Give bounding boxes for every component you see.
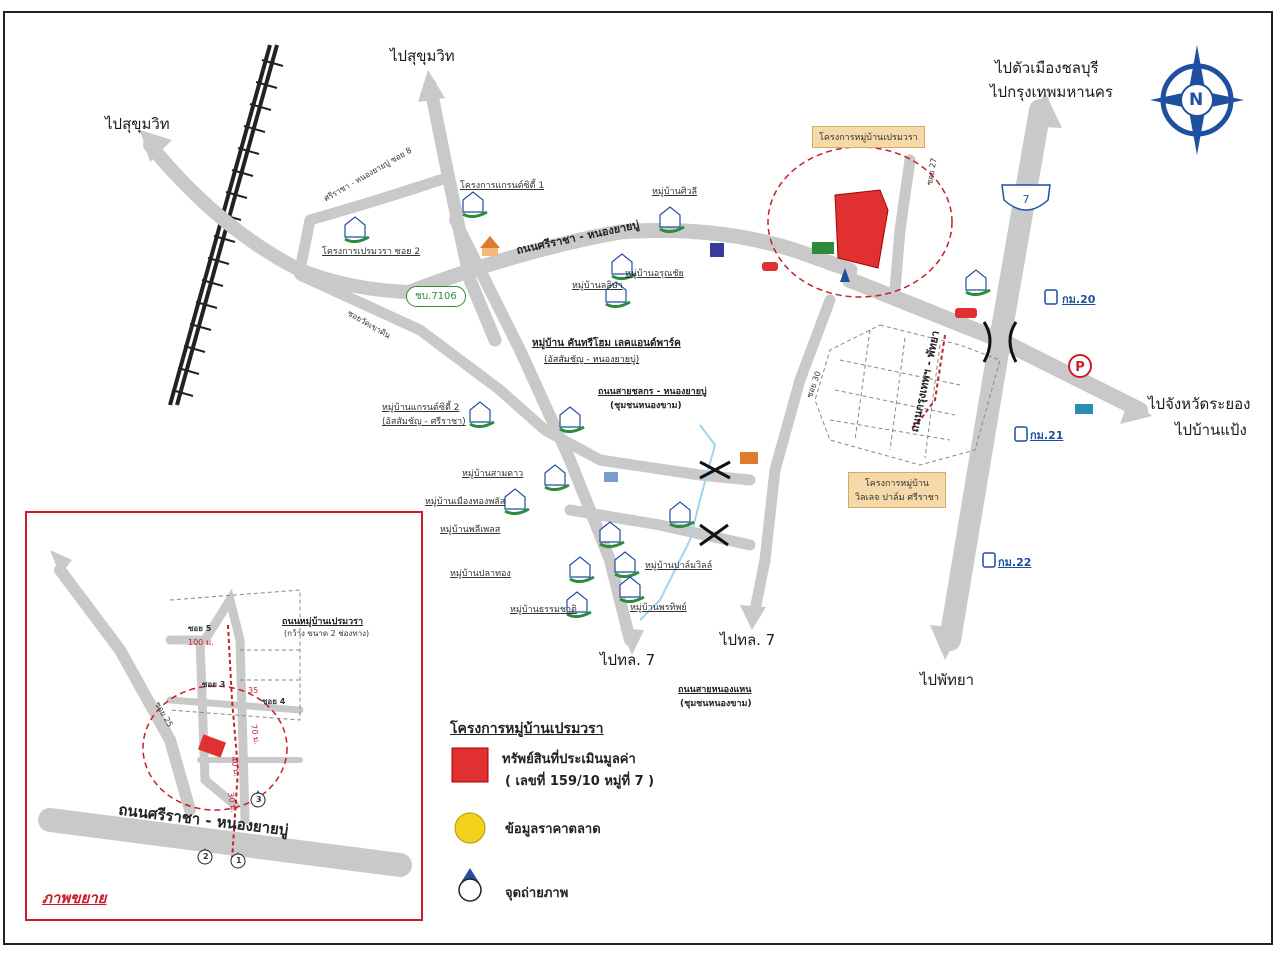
village-palm-line2: วิลเลจ ปาล์ม ศรีราชา — [855, 493, 939, 503]
village-label-v14: หมู่บ้านพรทิพย์ — [630, 603, 687, 613]
route-7106-badge: ชบ.7106 — [406, 286, 466, 307]
inset-road-village-sub: (กว้าง ขนาด 2 ช่องทาง) — [284, 629, 370, 638]
inset-asset — [197, 734, 227, 758]
inset-roads — [38, 564, 412, 877]
landmark-icons — [480, 236, 1093, 482]
road-to-sukhumvit-left — [143, 138, 417, 299]
road-soi-8 — [294, 174, 446, 276]
bridge-icons — [699, 321, 1018, 547]
dest-pattaya: ไปพัทยา — [920, 671, 975, 689]
village-label-v7-sub: (อัสสัมชัญ - ศรีราชา) — [382, 417, 466, 427]
legend-title: โครงการหมู่บ้านเปรมวรา — [450, 721, 604, 737]
dest-rayong: ไปจังหวัดระยอง — [1148, 395, 1251, 413]
village-icons — [344, 191, 991, 619]
legend-market-swatch — [454, 812, 486, 844]
road-label-chonlakorn: ถนนสายชลกร - หนองยายบู่ — [598, 387, 707, 397]
dest-bangkok: ไปกรุงเทพมหานคร — [990, 83, 1113, 101]
project-name-box: โครงการหมู่บ้านเปรมวรา — [812, 126, 925, 148]
inset-dist-35: 35 — [248, 686, 259, 695]
legend-market-label: ข้อมูลราคาตลาด — [505, 822, 601, 837]
dest-sukhumvit-left: ไปสุขุมวิท — [105, 115, 170, 133]
map-border — [3, 11, 1273, 945]
village-label-v10: หมู่บ้านพลีเพลส — [440, 525, 501, 535]
legend-asset-swatch — [451, 747, 489, 783]
inset-title: ภาพขยาย — [42, 889, 107, 907]
legend-photo-swatch — [458, 868, 482, 902]
road-label-chonlakorn-sub: (ชุมชนหนองขาม) — [610, 401, 682, 411]
highway-7-shield: 7 — [1001, 184, 1051, 211]
km-21-label: กม.21 — [1030, 429, 1064, 442]
village-label-v1: โครงการแกรนด์ซิตี้ 1 — [460, 181, 545, 191]
road-soi-wat — [294, 269, 551, 436]
distance-markers-east — [909, 334, 946, 431]
inset-soi-5: ซอย 5 — [188, 624, 212, 633]
photo-point-marker — [840, 268, 850, 282]
village-label-v12: หมู่บ้านธรรมชาติ — [510, 605, 577, 615]
asset-polygon — [834, 189, 889, 269]
road-arrows — [140, 70, 1152, 660]
dest-chonburi: ไปตัวเมืองชลบุรี — [995, 59, 1099, 77]
village-label-v3: หมู่บ้านศิวลี — [652, 187, 698, 197]
inset-photo-3: 3 — [256, 795, 262, 804]
inset-dist-100: 100 ม. — [188, 638, 214, 647]
parking-icon: P — [1068, 354, 1092, 378]
km-20-label: กม.20 — [1062, 293, 1096, 306]
km-22-label: กม.22 — [998, 556, 1032, 569]
village-palm-line1: โครงการหมู่บ้าน — [864, 479, 930, 489]
inset-grid — [169, 589, 301, 721]
village-grid — [814, 324, 1001, 466]
village-label-v6-sub: (อัสสัมชัญ - หนองยายบู่) — [544, 355, 640, 365]
village-label-v6: หมู่บ้าน คันทรีโฮม เลคแอนด์พาร์ค — [532, 338, 681, 349]
compass-rose — [1150, 45, 1244, 155]
village-label-v13: หมู่บ้านปาล์มวิลล์ — [645, 561, 713, 571]
inset-soi-4: ซอย 4 — [262, 697, 286, 706]
svg-text:7: 7 — [1023, 193, 1030, 206]
inset-project-radius — [142, 685, 288, 811]
legend-photo-label: จุดถ่ายภาพ — [505, 886, 569, 901]
road-to-tl7-a — [449, 214, 636, 646]
inset-photo-1: 1 — [236, 856, 242, 865]
inset-road-village: ถนนหมู่บ้านเปรมวรา — [282, 617, 364, 627]
compass-north-label: N — [1189, 90, 1204, 110]
village-palm-box: โครงการหมู่บ้าน วิลเลจ ปาล์ม ศรีราชา — [848, 472, 946, 508]
village-label-v9: หมู่บ้านเมืองทองพลัส — [425, 497, 506, 507]
village-label-v11: หมู่บ้านปลาทอง — [450, 569, 511, 579]
stream — [639, 424, 717, 621]
legend-asset-label: ทรัพย์สินที่ประเมินมูลค่า — [502, 752, 636, 767]
inset-soi-3: ซอย 3 — [202, 680, 226, 689]
dest-tl7-a: ไปทล. 7 — [600, 651, 656, 669]
km-post-icons — [982, 289, 1058, 568]
dest-sukhumvit-top: ไปสุขุมวิท — [390, 47, 455, 65]
inset-photo-points — [197, 790, 266, 869]
village-label-v7: หมู่บ้านแกรนด์ซิตี้ 2 — [382, 403, 460, 413]
legend-asset-sub: ( เลขที่ 159/10 หมู่ที่ 7 ) — [505, 774, 655, 789]
road-sai-chonlakorn — [539, 424, 756, 486]
svg-text:P: P — [1075, 360, 1085, 375]
road-soi-30 — [749, 294, 836, 616]
dest-tl7-b: ไปทล. 7 — [720, 631, 776, 649]
village-label-v5: หมู่บ้านลลิษา — [572, 281, 623, 291]
village-label-v2: โครงการเปรมวรา ซอย 2 — [322, 247, 421, 257]
road-soi-27 — [889, 154, 916, 296]
road-label-nong-khan-sub: (ชุมชนหนองขาม) — [680, 699, 752, 709]
inset-distance-route — [227, 624, 240, 861]
village-label-v4: หมู่บ้านอรุณชัย — [625, 269, 684, 279]
village-label-v8: หมู่บ้านสามดาว — [462, 469, 524, 479]
inset-arrow — [50, 550, 72, 575]
inset-photo-2: 2 — [203, 852, 209, 861]
dest-ban-phe: ไปบ้านแป้ง — [1175, 421, 1247, 439]
road-label-nong-khan: ถนนสายหนองแหน — [678, 685, 752, 695]
